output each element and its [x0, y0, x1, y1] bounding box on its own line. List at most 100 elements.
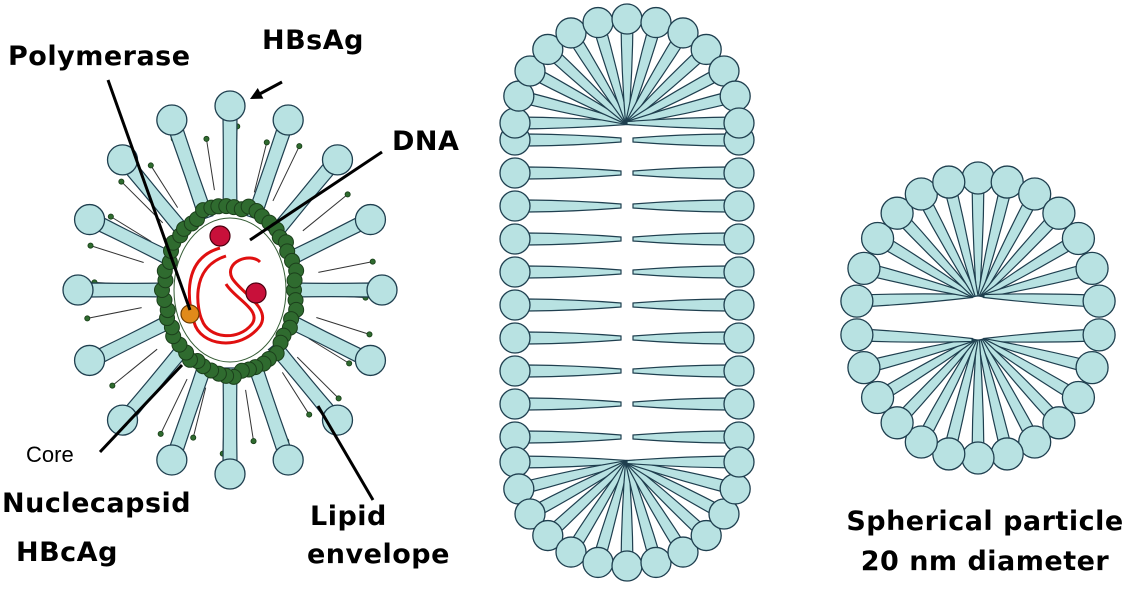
filament-spindle	[633, 365, 726, 377]
filament-bead	[724, 191, 754, 221]
diameter-label: 20 nm diameter	[828, 548, 1142, 575]
dna-label: DNA	[392, 128, 459, 155]
filament-bead	[500, 257, 530, 287]
hbsag-head	[273, 105, 303, 135]
lipid-head	[110, 383, 115, 388]
filament-cap-bead	[641, 8, 671, 38]
sphere-spindle	[984, 294, 1099, 307]
lipid-tail	[87, 308, 141, 319]
lipid-tail	[246, 390, 254, 441]
hbsag-label: HBsAg	[262, 27, 364, 54]
filament-spindle	[528, 266, 621, 278]
lipid-head	[307, 412, 312, 417]
filament-bead	[500, 158, 530, 188]
hbsag-head	[157, 105, 187, 135]
filament-spindle	[633, 299, 726, 311]
sphere-bead	[1076, 252, 1108, 284]
hbsag-spike	[223, 118, 237, 212]
filamentous-particle	[500, 4, 754, 581]
filament-spindle	[528, 431, 621, 443]
filament-bead	[724, 389, 754, 419]
lipid-head	[336, 396, 341, 401]
hbsag-head	[75, 205, 105, 235]
hbsag-head	[215, 459, 245, 489]
filament-spindle	[633, 134, 726, 146]
filament-cap-bead	[500, 108, 530, 138]
filament-spindle	[528, 398, 621, 410]
filament-cap-bead	[612, 551, 642, 581]
lipid-tail	[318, 262, 372, 273]
filament-cap-bead	[724, 447, 754, 477]
filament-spindle	[528, 134, 621, 146]
lipid-head	[297, 144, 302, 149]
hbsag-head	[355, 205, 385, 235]
sphere-bead	[848, 352, 880, 384]
polymerase-dot	[210, 226, 230, 246]
filament-cap-bead	[583, 547, 613, 577]
lipid-head	[191, 435, 196, 440]
hbsag-head	[367, 275, 397, 305]
lipid-head	[367, 332, 372, 337]
hbsag-head	[63, 275, 93, 305]
filament-bead	[500, 389, 530, 419]
hbsag-head	[75, 345, 105, 375]
sphere-bead	[1076, 352, 1108, 384]
filament-cap-bead	[720, 474, 750, 504]
filament-bead	[724, 257, 754, 287]
filament-spindle	[528, 200, 621, 212]
filament-bead	[724, 356, 754, 386]
filament-cap-bead	[720, 81, 750, 111]
hbsag-head	[157, 445, 187, 475]
filament-spindle	[633, 266, 726, 278]
filament-bead	[724, 224, 754, 254]
filament-bead	[724, 323, 754, 353]
hbcag-subunit	[287, 273, 302, 288]
hbsag-head	[215, 91, 245, 121]
lipid-head	[119, 179, 124, 184]
filament-cap-bead	[612, 4, 642, 34]
filament-bead	[500, 290, 530, 320]
filament-spindle	[528, 365, 621, 377]
filament-spindle	[633, 332, 726, 344]
lipid-tail	[206, 139, 214, 190]
sphere-bead	[962, 442, 994, 474]
lipid-head	[108, 214, 113, 219]
sphere-bead	[991, 438, 1023, 470]
filament-spindle	[633, 233, 726, 245]
sphere-bead	[841, 285, 873, 317]
lipid-head	[158, 431, 163, 436]
spherical-particle	[841, 162, 1115, 474]
sphere-bead	[962, 162, 994, 194]
filament-bead	[500, 323, 530, 353]
hbv-virion	[63, 91, 397, 489]
polymerase-dot	[246, 283, 266, 303]
lipid-head	[347, 361, 352, 366]
hbsag-head	[108, 405, 138, 435]
filament-cap-bead	[556, 18, 586, 48]
filament-spindle	[633, 200, 726, 212]
filament-spindle	[528, 299, 621, 311]
filament-bead	[500, 356, 530, 386]
lipid-head	[264, 140, 269, 145]
sphere-bead	[933, 166, 965, 198]
sphere-bead	[848, 252, 880, 284]
filament-bead	[724, 158, 754, 188]
hbsag-spike	[292, 283, 370, 297]
envelope-label: envelope	[307, 541, 450, 568]
lipid-head	[148, 163, 153, 168]
sphere-bead	[1062, 222, 1094, 254]
spherical-particle-label: Spherical particle	[828, 508, 1142, 535]
polymerase-label: Polymerase	[8, 43, 191, 70]
lipid-head	[370, 259, 375, 264]
filament-bead	[724, 290, 754, 320]
lipid-head	[204, 136, 209, 141]
filament-bead	[500, 224, 530, 254]
core-label: Core	[26, 444, 74, 466]
filament-spindle	[528, 332, 621, 344]
filament-cap-bead	[500, 447, 530, 477]
filament-cap-bead	[556, 537, 586, 567]
lipid-label: Lipid	[310, 503, 387, 530]
lipid-head	[251, 438, 256, 443]
filament-spindle	[528, 233, 621, 245]
filament-cap-bead	[641, 547, 671, 577]
